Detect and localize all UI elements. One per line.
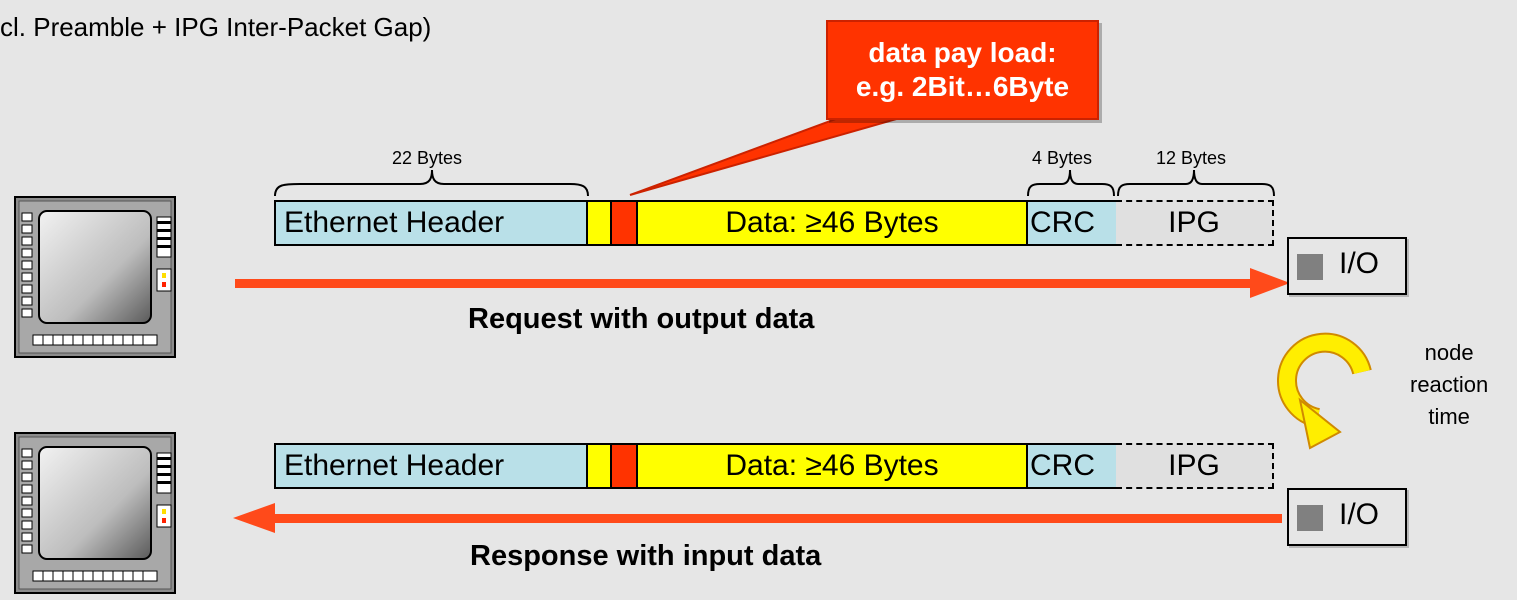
response-arrowhead bbox=[233, 503, 275, 533]
callout-line-2: e.g. 2Bit…6Byte bbox=[855, 71, 1070, 102]
request-caption: Request with output data bbox=[468, 303, 815, 335]
pre-payload-segment bbox=[586, 443, 612, 489]
data-segment: Data: ≥46 Bytes bbox=[636, 200, 1028, 246]
ipg-size-label: 12 Bytes bbox=[1156, 148, 1227, 168]
top-caption: cl. Preamble + IPG Inter-Packet Gap) bbox=[0, 12, 432, 42]
pc-terminal-icon bbox=[14, 196, 176, 358]
crc-size-label: 4 Bytes bbox=[1032, 148, 1093, 168]
brace-ipg bbox=[1117, 169, 1275, 197]
crc-segment: CRC bbox=[1026, 200, 1118, 246]
io-module-icon: I/O bbox=[1287, 488, 1407, 546]
callout-pointer bbox=[629, 108, 901, 196]
pc-terminal-icon bbox=[14, 432, 176, 594]
io-indicator bbox=[1297, 505, 1323, 531]
io-label: I/O bbox=[1339, 247, 1380, 280]
reaction-time-label: node reaction time bbox=[1410, 337, 1488, 433]
reaction-line-2: reaction bbox=[1410, 372, 1489, 397]
reaction-line-1: node bbox=[1424, 340, 1474, 365]
cycle-arrow-icon bbox=[1277, 332, 1372, 450]
ipg-segment: IPG bbox=[1116, 443, 1274, 489]
reaction-line-3: time bbox=[1428, 404, 1470, 429]
ethernet-header-segment: Ethernet Header bbox=[274, 200, 588, 246]
callout-line-1: data pay load: bbox=[868, 37, 1057, 68]
pre-payload-segment bbox=[586, 200, 612, 246]
request-arrow-shaft bbox=[235, 279, 1255, 288]
brace-crc bbox=[1027, 169, 1115, 197]
ipg-segment: IPG bbox=[1116, 200, 1274, 246]
response-caption: Response with input data bbox=[470, 540, 822, 572]
header-size-label: 22 Bytes bbox=[392, 148, 463, 168]
io-label: I/O bbox=[1339, 498, 1380, 531]
response-arrow-shaft bbox=[270, 514, 1282, 523]
payload-callout: data pay load: e.g. 2Bit…6Byte bbox=[826, 20, 1099, 120]
request-arrowhead bbox=[1250, 268, 1290, 298]
payload-segment bbox=[610, 200, 638, 246]
payload-segment bbox=[610, 443, 638, 489]
io-module-icon: I/O bbox=[1287, 237, 1407, 295]
ethernet-header-segment: Ethernet Header bbox=[274, 443, 588, 489]
data-segment: Data: ≥46 Bytes bbox=[636, 443, 1028, 489]
io-indicator bbox=[1297, 254, 1323, 280]
brace-header bbox=[274, 169, 589, 197]
crc-segment: CRC bbox=[1026, 443, 1118, 489]
